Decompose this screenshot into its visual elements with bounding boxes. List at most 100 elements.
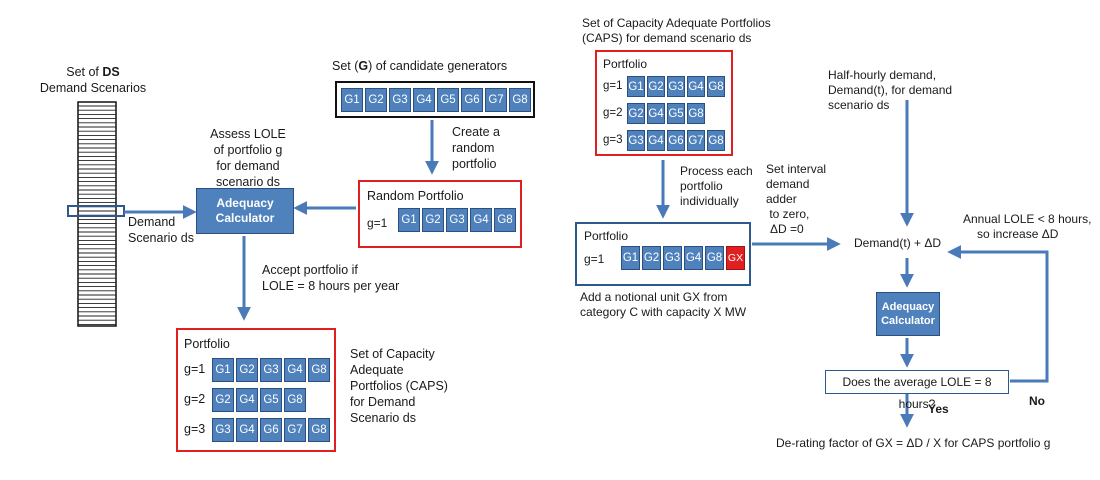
set-interval-line3: adder: [766, 192, 797, 206]
caps-desc-line1: Set of Capacity: [350, 347, 435, 361]
generator-g2: G2: [236, 358, 258, 382]
generator-g1: G1: [341, 88, 363, 112]
adequacy-calculator-right: Adequacy Calculator: [876, 292, 940, 336]
create-random-text: Create a random portfolio: [452, 124, 500, 172]
generator-g2: G2: [422, 208, 444, 232]
notional-line1: Add a notional unit GX from: [580, 290, 728, 304]
ds-set-line2: Demand Scenarios: [39, 81, 147, 95]
generator-g8: G8: [707, 76, 725, 97]
set-interval-line5: ΔD =0: [770, 222, 804, 236]
caps-left-title: Portfolio: [184, 337, 230, 351]
generator-g7: G7: [687, 130, 705, 151]
calc-left-line2: Calculator: [215, 211, 275, 225]
generator-g7: G7: [284, 418, 306, 442]
candidate-title-bold: G: [358, 59, 369, 73]
generator-g4: G4: [684, 246, 703, 270]
arrow-no-loop: [947, 245, 1049, 383]
generator-g8: G8: [284, 388, 306, 412]
caps-description: Set of Capacity Adequate Portfolios (CAP…: [350, 346, 448, 426]
candidate-title-prefix: Set (: [332, 59, 359, 73]
ds-set-prefix: Set of: [66, 65, 103, 79]
half-hourly-text: Half-hourly demand, Demand(t), for deman…: [828, 68, 952, 113]
generator-g3: G3: [446, 208, 468, 232]
ds-set-bold: DS: [102, 65, 120, 79]
generator-g6: G6: [260, 418, 282, 442]
generator-g6: G6: [667, 130, 685, 151]
generator-g4: G4: [236, 418, 258, 442]
caps-desc-line3: Portfolios (CAPS): [350, 379, 448, 393]
process-line2: portfolio: [680, 179, 723, 193]
demand-scenario-label: Demand Scenario ds: [128, 214, 194, 246]
adequacy-calculator-left: Adequacy Calculator: [196, 188, 294, 234]
generator-g8: G8: [509, 88, 531, 112]
generator-g8: G8: [308, 358, 330, 382]
random-portfolio-row-label: g=1: [367, 216, 388, 230]
generator-gx: GX: [726, 246, 745, 270]
generator-g5: G5: [260, 388, 282, 412]
create-random-line3: portfolio: [452, 157, 497, 171]
notional-line2: category C with capacity X MW: [580, 305, 747, 319]
portfolio-row-label: g=2: [184, 392, 206, 406]
generator-g5: G5: [667, 103, 685, 124]
caps-right-title-line1: Set of Capacity Adequate Portfolios: [582, 16, 771, 30]
assess-lole-text: Assess LOLE of portfolio g for demand sc…: [196, 126, 300, 190]
generator-g3: G3: [389, 88, 411, 112]
assess-line1: Assess LOLE: [210, 127, 286, 141]
caps-desc-line2: Adequate: [350, 363, 404, 377]
demand-scenario-line2: Scenario ds: [128, 231, 195, 245]
ds-stripe-column: [77, 101, 117, 327]
set-interval-line4: to zero,: [766, 207, 810, 221]
calc-left-line1: Adequacy: [216, 196, 274, 210]
portfolio-gx-title: Portfolio: [584, 229, 629, 243]
generator-g4: G4: [647, 130, 665, 151]
generator-g2: G2: [627, 103, 645, 124]
calc-right-line2: Calculator: [881, 315, 935, 327]
caps-right-box-title: Portfolio: [603, 57, 648, 71]
accept-line2: LOLE = 8 hours per year: [262, 279, 400, 293]
portfolio-row-label: g=2: [603, 107, 623, 119]
annual-lole-text: Annual LOLE < 8 hours, so increase ΔD: [963, 212, 1091, 242]
process-text: Process each portfolio individually: [680, 164, 753, 209]
generator-g3: G3: [212, 418, 234, 442]
generator-g8: G8: [707, 130, 725, 151]
candidate-title: Set (G) of candidate generators: [332, 58, 507, 74]
generator-g4: G4: [687, 76, 705, 97]
notional-text: Add a notional unit GX from category C w…: [580, 290, 746, 320]
portfolio-row-label: g=1: [603, 80, 623, 92]
create-random-line1: Create a: [452, 125, 500, 139]
generator-g2: G2: [647, 76, 665, 97]
generator-g2: G2: [365, 88, 387, 112]
generator-g1: G1: [627, 76, 645, 97]
demand-expression: Demand(t) + ΔD: [854, 236, 942, 250]
ds-set-label: Set of DS Demand Scenarios: [38, 64, 148, 96]
candidate-title-suffix: ) of candidate generators: [368, 59, 508, 73]
generator-g3: G3: [627, 130, 645, 151]
set-interval-text: Set interval demand adder to zero, ΔD =0: [766, 162, 826, 237]
caps-desc-line5: Scenario ds: [350, 411, 417, 425]
portfolio-row-label: g=3: [603, 134, 623, 146]
lole-question-text: Does the average LOLE = 8 hours?: [842, 375, 992, 411]
assess-line3: for demand: [216, 159, 280, 173]
generator-g4: G4: [413, 88, 435, 112]
caps-right-title-line2: (CAPS) for demand scenario ds: [582, 31, 752, 45]
generator-g2: G2: [212, 388, 234, 412]
generator-g4: G4: [284, 358, 306, 382]
generator-g3: G3: [667, 76, 685, 97]
assess-line4: scenario ds: [216, 175, 280, 189]
generator-g6: G6: [461, 88, 483, 112]
derating-text: De-rating factor of GX = ΔD / X for CAPS…: [776, 436, 1051, 450]
process-line1: Process each: [680, 164, 753, 178]
set-interval-line2: demand: [766, 177, 810, 191]
half-hourly-line3: scenario ds: [828, 98, 890, 112]
process-line3: individually: [680, 194, 739, 208]
half-hourly-line1: Half-hourly demand,: [828, 68, 937, 82]
generator-g4: G4: [647, 103, 665, 124]
generator-g3: G3: [663, 246, 682, 270]
generator-g3: G3: [260, 358, 282, 382]
calc-right-line1: Adequacy: [881, 301, 935, 313]
yes-label: Yes: [928, 402, 949, 416]
